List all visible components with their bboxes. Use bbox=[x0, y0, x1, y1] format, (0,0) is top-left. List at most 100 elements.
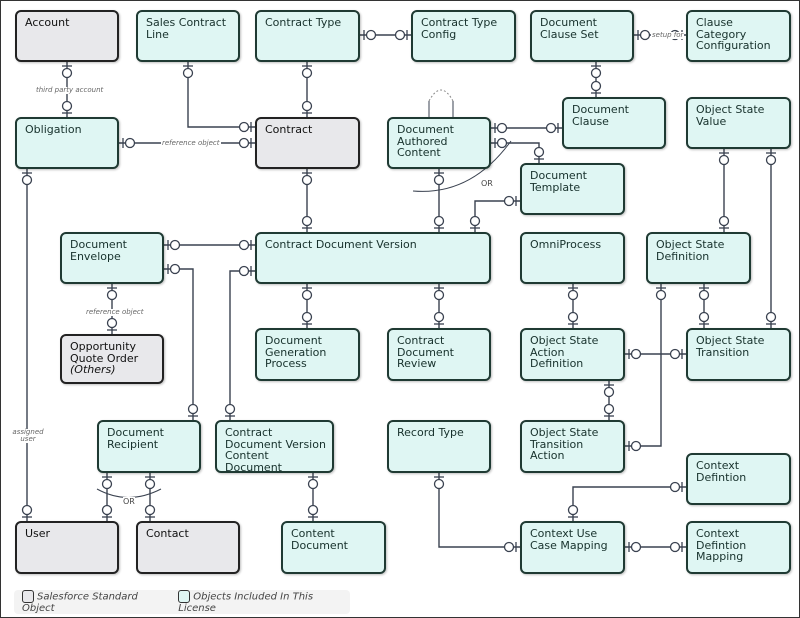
entity-document-generation-process[interactable]: Document Generation Process bbox=[255, 328, 360, 381]
optional-marker bbox=[469, 215, 481, 227]
optional-marker bbox=[503, 541, 515, 553]
optional-marker bbox=[669, 481, 681, 493]
optional-marker bbox=[101, 504, 113, 516]
relationship-line bbox=[187, 62, 255, 128]
entity-context-defintion[interactable]: Context Defintion bbox=[686, 453, 791, 505]
optional-marker bbox=[365, 29, 377, 41]
optional-marker bbox=[433, 289, 445, 301]
entity-object-state-action-definition[interactable]: Object State Action Definition bbox=[520, 328, 625, 381]
optional-marker bbox=[590, 80, 602, 92]
optional-marker bbox=[238, 239, 250, 251]
entity-object-state-transition-action[interactable]: Object State Transition Action bbox=[520, 420, 625, 473]
label-setup-for: setup for bbox=[651, 31, 685, 39]
optional-marker bbox=[144, 478, 156, 490]
optional-marker bbox=[21, 504, 33, 516]
optional-marker bbox=[655, 289, 667, 301]
entity-document-envelope[interactable]: Document Envelope bbox=[60, 232, 164, 284]
optional-marker bbox=[301, 289, 313, 301]
legend-licensed-label: Objects Included In This License bbox=[178, 591, 314, 615]
optional-marker bbox=[106, 317, 118, 329]
optional-marker bbox=[765, 311, 777, 323]
entity-record-type[interactable]: Record Type bbox=[387, 420, 491, 473]
entity-document-recipient[interactable]: Document Recipient bbox=[97, 420, 201, 473]
entity-document-clause[interactable]: Document Clause bbox=[562, 97, 666, 149]
entity-user[interactable]: User bbox=[15, 521, 119, 574]
optional-marker bbox=[224, 403, 236, 415]
licensed-swatch bbox=[178, 590, 191, 603]
label-or-recipient: OR bbox=[123, 497, 135, 506]
entity-account[interactable]: Account bbox=[15, 10, 119, 62]
optional-marker bbox=[698, 311, 710, 323]
entity-object-state-transition[interactable]: Object State Transition bbox=[686, 328, 791, 381]
legend: Salesforce Standard Object Objects Inclu… bbox=[14, 590, 350, 614]
entity-clause-category-configuration[interactable]: Clause Category Configuration bbox=[686, 10, 791, 62]
optional-marker bbox=[307, 504, 319, 516]
optional-marker bbox=[238, 265, 250, 277]
entity-obligation[interactable]: Obligation bbox=[15, 117, 119, 169]
optional-marker bbox=[496, 137, 508, 149]
optional-marker bbox=[169, 263, 181, 275]
entity-document-clause-set[interactable]: Document Clause Set bbox=[530, 10, 634, 62]
relationship-line bbox=[164, 268, 194, 420]
optional-marker bbox=[567, 311, 579, 323]
entity-contract-type-config[interactable]: Contract Type Config bbox=[411, 10, 516, 62]
entity-context-use-case-mapping[interactable]: Context Use Case Mapping bbox=[520, 521, 625, 574]
optional-marker bbox=[603, 386, 615, 398]
relationship-line bbox=[474, 200, 520, 232]
entity-document-template[interactable]: Document Template bbox=[520, 163, 625, 215]
optional-marker bbox=[307, 478, 319, 490]
entity-object-state-value[interactable]: Object State Value bbox=[686, 97, 791, 149]
standard-swatch bbox=[22, 590, 34, 603]
optional-marker bbox=[101, 478, 113, 490]
entity-sales-contract-line[interactable]: Sales Contract Line bbox=[136, 10, 240, 62]
others-label: (Others) bbox=[70, 363, 116, 376]
optional-marker bbox=[238, 137, 250, 149]
legend-licensed: Objects Included In This License bbox=[178, 590, 350, 614]
entity-contract-document-review[interactable]: Contract Document Review bbox=[387, 328, 491, 381]
optional-marker bbox=[545, 122, 557, 134]
optional-marker bbox=[106, 289, 118, 301]
self-relationship-arc bbox=[428, 89, 454, 102]
optional-marker bbox=[394, 29, 406, 41]
optional-marker bbox=[503, 195, 515, 207]
optional-marker bbox=[124, 137, 136, 149]
entity-contract[interactable]: Contract bbox=[255, 117, 360, 169]
optional-marker bbox=[433, 478, 445, 490]
optional-marker bbox=[182, 67, 194, 79]
entity-object-state-definition[interactable]: Object State Definition bbox=[646, 232, 751, 284]
optional-marker bbox=[238, 121, 250, 133]
optional-marker bbox=[61, 67, 73, 79]
optional-marker bbox=[718, 215, 730, 227]
relationship-line bbox=[229, 270, 255, 420]
optional-marker bbox=[496, 122, 508, 134]
optional-marker bbox=[630, 440, 642, 452]
entity-cdv-content-document[interactable]: Contract Document Version Content Docume… bbox=[215, 420, 334, 473]
or-arc bbox=[412, 140, 512, 192]
optional-marker bbox=[301, 311, 313, 323]
entity-omniprocess[interactable]: OmniProcess bbox=[520, 232, 625, 284]
optional-marker bbox=[630, 348, 642, 360]
label-reference-object-envelope: reference object bbox=[85, 308, 145, 316]
optional-marker bbox=[187, 403, 199, 415]
opportunity-label: Opportunity Quote Order bbox=[70, 340, 139, 365]
entity-contract-type[interactable]: Contract Type bbox=[255, 10, 360, 62]
optional-marker bbox=[61, 100, 73, 112]
entity-opportunity-quote-order[interactable]: Opportunity Quote Order (Others) bbox=[60, 334, 164, 384]
optional-marker bbox=[433, 215, 445, 227]
optional-marker bbox=[301, 100, 313, 112]
entity-document-authored-content[interactable]: Document Authored Content bbox=[387, 117, 491, 169]
entity-content-document[interactable]: Content Document bbox=[281, 521, 386, 574]
optional-marker bbox=[169, 239, 181, 251]
optional-marker bbox=[567, 289, 579, 301]
optional-marker bbox=[765, 154, 777, 166]
label-third-party-account: third party account bbox=[35, 86, 105, 94]
optional-marker bbox=[669, 541, 681, 553]
entity-context-defintion-mapping[interactable]: Context Defintion Mapping bbox=[686, 521, 791, 574]
relationship-line bbox=[438, 473, 520, 548]
entity-contract-document-version[interactable]: Contract Document Version bbox=[255, 232, 491, 284]
label-or-template: OR bbox=[481, 179, 493, 188]
entity-contact[interactable]: Contact bbox=[136, 521, 240, 574]
optional-marker bbox=[144, 504, 156, 516]
